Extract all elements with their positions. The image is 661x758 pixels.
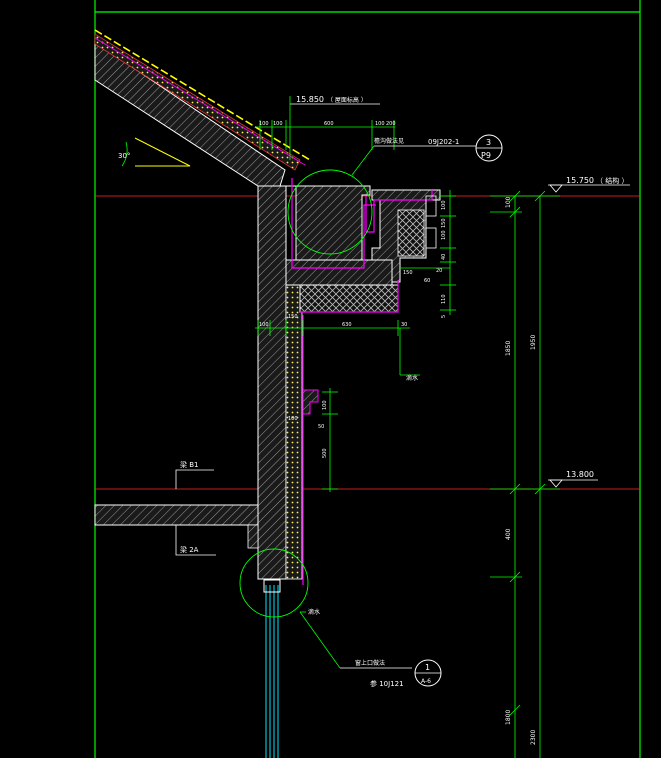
dim-mid-150: 150 <box>288 314 298 320</box>
cornice-side-dims <box>400 190 456 315</box>
dim-right-150: 150 <box>403 270 413 276</box>
dim-top-600: 600 <box>324 121 334 127</box>
slope-label: 30° <box>118 152 130 160</box>
dim-v-2300: 2300 <box>530 730 537 745</box>
dim-mid-50: 50 <box>318 424 324 430</box>
level-cornice-note: （ 结构 ） <box>596 176 628 185</box>
floor-slab <box>94 504 259 549</box>
window-sheet: A-6 <box>421 678 431 685</box>
dim-v-100: 100 <box>505 196 512 208</box>
drip-label: 滴水 <box>406 374 418 382</box>
dim-right-60: 60 <box>424 278 430 284</box>
dim-mid-630: 630 <box>342 322 352 328</box>
dim-right-5: 5 <box>441 315 447 318</box>
dim-v-400: 400 <box>505 528 512 540</box>
level-lines <box>95 195 640 490</box>
dim-top-100c: 100 <box>375 121 385 127</box>
level-marker-floor: 13.800 <box>548 470 598 488</box>
window-ref: 参 10J121 <box>370 679 404 688</box>
level-marker-roof: 15.850 （ 屋面标高 ） <box>289 95 380 160</box>
dim-mid-100c: 100 <box>322 400 328 410</box>
dim-mid-500: 500 <box>322 448 328 458</box>
vertical-dimension-chain <box>490 190 560 758</box>
dim-right-150b: 150 <box>441 218 447 228</box>
dim-mid-30: 30 <box>401 322 407 328</box>
dim-top-100a: 100 <box>259 121 269 127</box>
cornice-gutter <box>285 169 441 313</box>
dim-mid-100b: 100 <box>288 416 298 422</box>
vertical-dimension-labels: 100 1850 1950 400 1800 2300 <box>505 196 537 745</box>
dim-right-100b: 100 <box>441 230 447 240</box>
dim-v-1950: 1950 <box>530 335 537 350</box>
beam-2a-label: 梁 2A <box>180 545 199 554</box>
wall-dim-labels: 100 150 630 30 100 100 50 500 滴水 <box>259 314 418 458</box>
detail-ref: 09J202-1 <box>428 138 459 146</box>
dim-right-40: 40 <box>441 254 447 260</box>
dim-right-110: 110 <box>441 294 447 304</box>
drip-label-2: 滴水 <box>308 608 320 616</box>
dim-top-200: 200 <box>386 121 396 127</box>
detail-note: 檐沟做法见 <box>374 137 404 145</box>
dim-top-100b: 100 <box>273 121 283 127</box>
window-note: 窗上口做法 <box>355 659 385 667</box>
level-cornice-value: 15.750 <box>566 176 594 185</box>
window-number: 1 <box>425 663 430 672</box>
frame-lines <box>94 0 641 758</box>
level-roof-value: 15.850 <box>296 95 324 104</box>
level-marker-cornice: 15.750 （ 结构 ） <box>548 176 630 193</box>
dim-v-1800: 1800 <box>505 710 512 725</box>
detail-number: 3 <box>486 138 491 147</box>
window-callout: 滴水 窗上口做法 参 10J121 1 A-6 <box>299 608 442 688</box>
beam-labels: 梁 B1 梁 2A <box>175 460 216 556</box>
dim-v-1850: 1850 <box>505 341 512 356</box>
cornice-side-dim-labels: 100 150 20 60 40 110 5 100 150 <box>403 200 447 318</box>
top-dimension-labels: 100 100 600 100 200 <box>259 121 396 127</box>
dim-right-20: 20 <box>436 268 442 274</box>
level-roof-note: （ 屋面标高 ） <box>327 96 367 104</box>
top-dimensions <box>255 120 395 150</box>
drip-projection <box>302 389 319 415</box>
roof-slab <box>94 29 311 187</box>
window-frame <box>239 548 309 758</box>
slope-indicator: 30° <box>118 137 191 167</box>
beam-b1-label: 梁 B1 <box>180 460 198 469</box>
dim-right-100: 100 <box>441 200 447 210</box>
dim-mid-100: 100 <box>259 322 269 328</box>
exterior-wall <box>257 185 304 585</box>
level-floor-value: 13.800 <box>566 470 594 479</box>
detail-sheet: P9 <box>481 151 491 160</box>
wall-dimensions <box>255 320 420 492</box>
detail-callout-gutter: 檐沟做法见 09J202-1 3 P9 <box>351 134 503 176</box>
